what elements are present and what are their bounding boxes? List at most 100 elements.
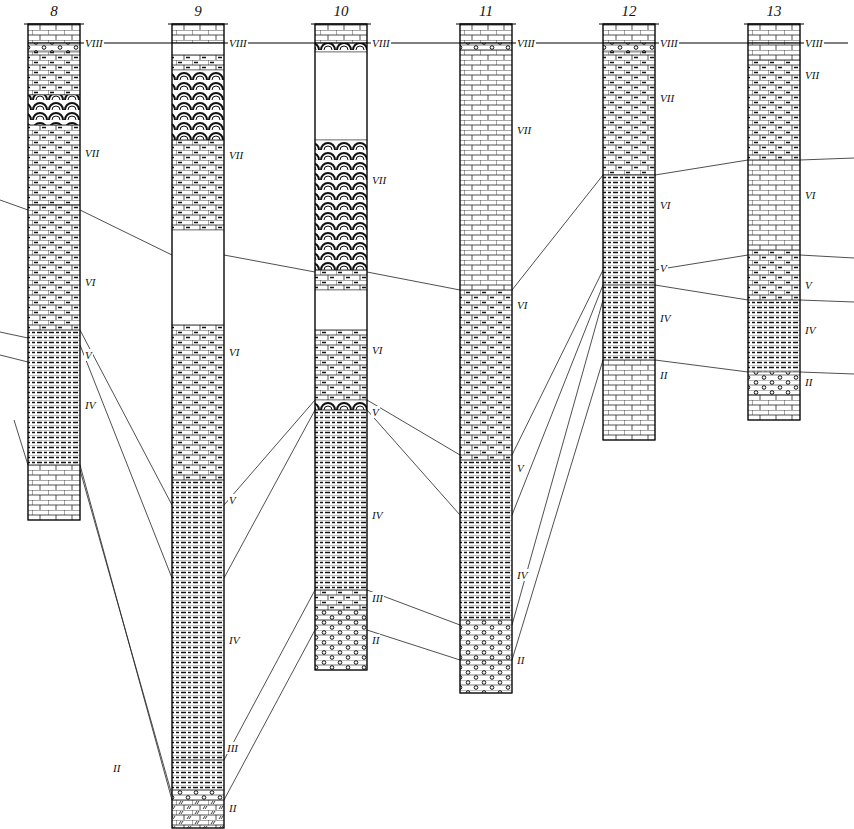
horizon-label: IV <box>371 509 383 521</box>
rock-layer <box>315 400 367 410</box>
correlation-line <box>655 255 748 270</box>
section-column: 11 <box>460 2 512 693</box>
rock-layer <box>460 24 512 43</box>
correlation-line <box>80 465 172 800</box>
section-column: 10 <box>315 2 367 670</box>
rock-layer <box>172 230 224 325</box>
correlation-line <box>367 410 460 515</box>
rock-layer <box>315 24 367 43</box>
correlation-line <box>367 630 460 660</box>
correlation-line <box>512 285 603 515</box>
rock-layer <box>172 790 224 800</box>
column-number: 10 <box>315 2 367 20</box>
column-section <box>744 24 804 420</box>
rock-layer <box>172 800 224 828</box>
horizon-label: VIII <box>228 37 248 49</box>
horizon-label: VII <box>371 174 387 186</box>
correlation-line <box>800 158 854 160</box>
rock-layer <box>172 325 224 480</box>
column-section <box>168 24 228 828</box>
datum-line <box>28 43 848 44</box>
column-outline <box>28 24 80 520</box>
correlation-line <box>224 255 315 272</box>
column-top <box>168 24 228 25</box>
column-outline <box>460 24 512 693</box>
rock-layer <box>172 24 224 43</box>
horizon-label: VI <box>516 299 528 311</box>
correlation-line <box>0 332 28 338</box>
correlation-line <box>0 355 28 362</box>
correlation-line <box>80 330 172 505</box>
correlation-line <box>14 420 28 465</box>
horizon-label: VI <box>228 346 240 358</box>
column-number: 13 <box>748 2 800 20</box>
correlation-lines <box>0 158 854 800</box>
rock-layer <box>460 43 512 50</box>
rock-layer <box>315 620 367 670</box>
rock-layer <box>748 300 800 372</box>
horizon-label: IV <box>804 324 816 336</box>
rock-layer <box>460 460 512 620</box>
column-top <box>311 24 371 25</box>
horizon-label: VIII <box>84 37 104 49</box>
horizon-label: VI <box>84 276 96 288</box>
column-number: 8 <box>28 2 80 20</box>
horizon-label: III <box>371 592 384 604</box>
column-top <box>24 24 84 25</box>
rock-layer <box>172 70 224 140</box>
rock-layer <box>172 43 224 55</box>
correlation-line <box>367 400 460 455</box>
horizon-label: VIII <box>804 37 824 49</box>
horizon-label: II <box>112 762 121 774</box>
rock-layer <box>315 410 367 590</box>
horizon-label: VI <box>659 199 671 211</box>
correlation-line <box>80 210 172 255</box>
section-column: 13 <box>748 2 800 420</box>
horizon-label: VII <box>804 69 820 81</box>
horizon-label: V <box>804 279 813 291</box>
section-column: 8 <box>28 2 80 520</box>
correlation-line <box>800 372 854 374</box>
column-section <box>456 24 516 693</box>
rock-layer <box>28 330 80 465</box>
correlation-line <box>655 285 748 300</box>
horizon-label: VIII <box>371 37 391 49</box>
horizon-label: VII <box>228 149 244 161</box>
rock-layer <box>460 50 512 290</box>
rock-layer <box>748 395 800 420</box>
rock-layer <box>315 43 367 52</box>
rock-layer <box>603 52 655 175</box>
rock-layer <box>603 24 655 43</box>
rock-layer <box>172 760 224 790</box>
rock-layer <box>748 60 800 160</box>
correlation-line <box>800 255 854 258</box>
correlation-line <box>80 345 172 578</box>
rock-layer <box>603 360 655 440</box>
horizon-label: V <box>659 262 668 274</box>
rock-layer <box>315 290 367 330</box>
column-section <box>599 24 659 440</box>
rock-layer <box>315 270 367 290</box>
horizon-label: VI <box>804 189 816 201</box>
horizon-label: VII <box>516 124 532 136</box>
rock-layer <box>748 43 800 60</box>
correlation-line <box>80 470 172 795</box>
correlation-line <box>224 590 315 760</box>
correlation-line <box>367 272 460 290</box>
horizon-label: II <box>228 802 237 814</box>
correlation-line <box>800 300 854 302</box>
horizon-label: II <box>804 376 813 388</box>
column-section <box>311 24 371 670</box>
rock-layer <box>315 330 367 400</box>
correlation-line <box>224 630 315 800</box>
rock-layer <box>28 465 80 520</box>
horizon-label: VII <box>84 147 100 159</box>
rock-layer <box>28 95 80 125</box>
correlation-line <box>512 360 603 660</box>
rock-layer <box>603 43 655 52</box>
rock-layer <box>28 205 80 330</box>
rock-layer <box>28 125 80 205</box>
horizon-label: IV <box>228 634 240 646</box>
